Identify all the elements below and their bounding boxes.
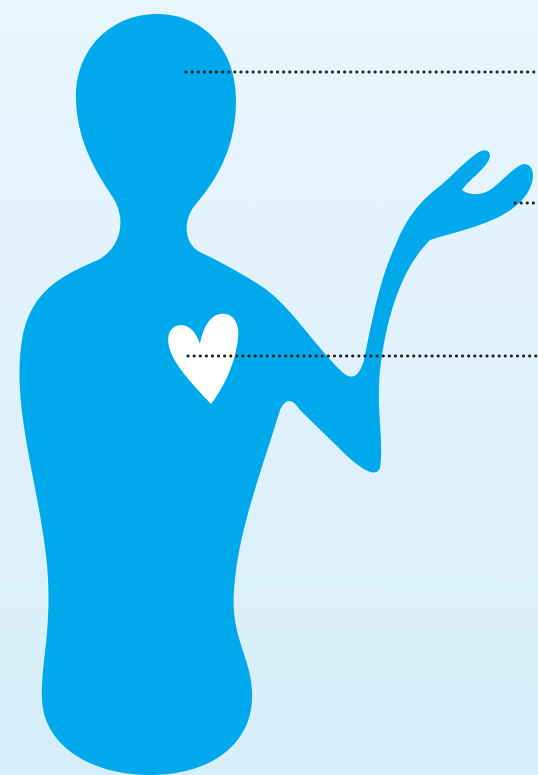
human-silhouette <box>19 14 532 775</box>
